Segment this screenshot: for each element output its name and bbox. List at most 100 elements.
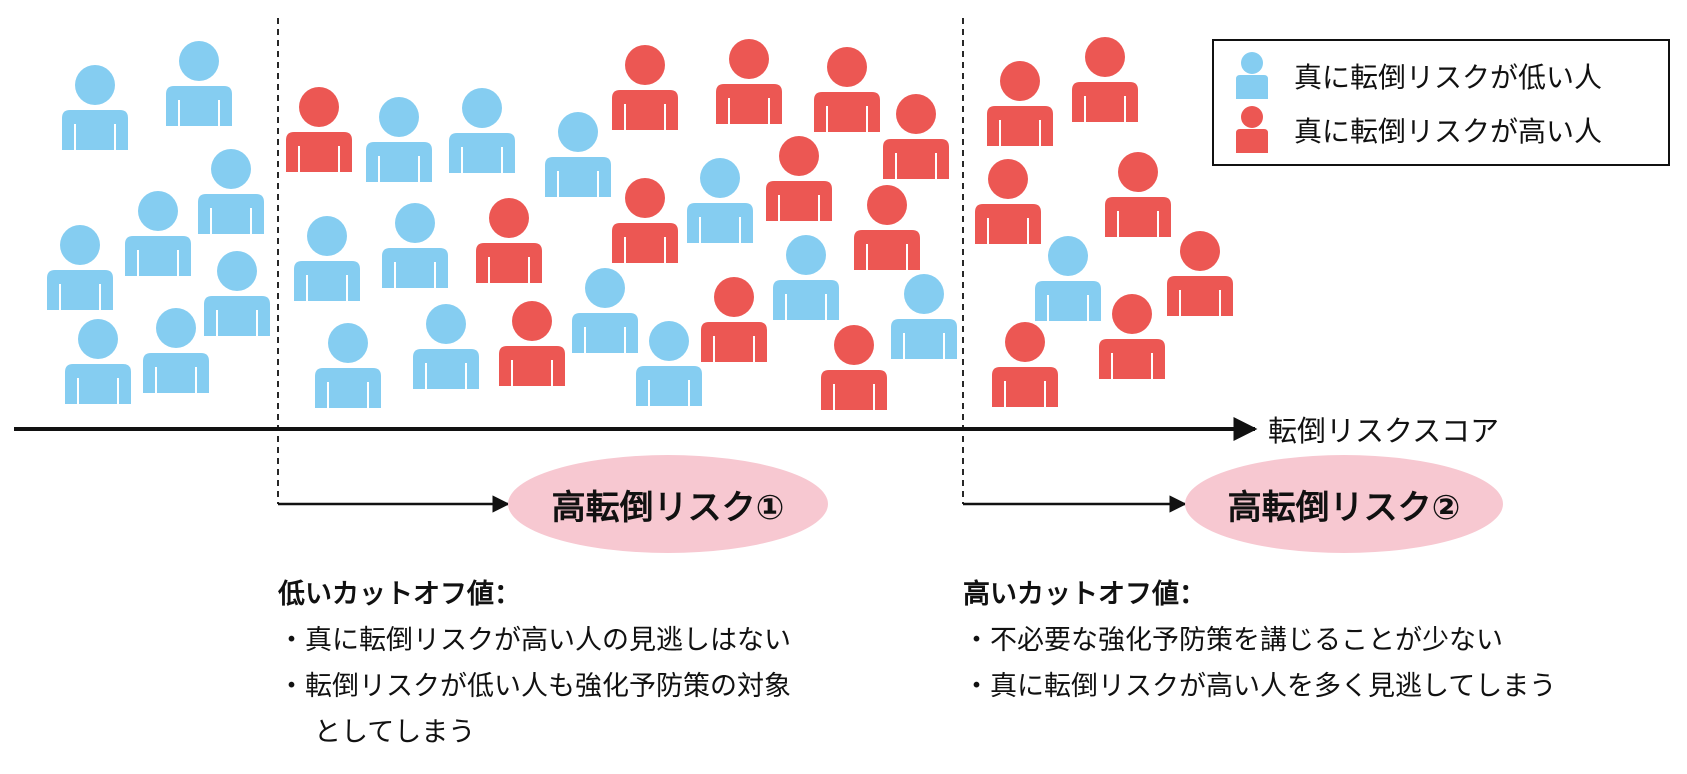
person-body bbox=[449, 133, 515, 173]
person-body bbox=[766, 181, 832, 221]
person-body bbox=[987, 106, 1053, 146]
person-head bbox=[779, 136, 819, 176]
person-head bbox=[1005, 322, 1045, 362]
person-body bbox=[1099, 339, 1165, 379]
person-icon-high-risk bbox=[1099, 294, 1165, 379]
person-head bbox=[179, 41, 219, 81]
low-cutoff-item-2: ・転倒リスクが低い人も強化予防策の対象 bbox=[278, 671, 791, 702]
person-head bbox=[649, 321, 689, 361]
person-head bbox=[834, 325, 874, 365]
person-head bbox=[700, 158, 740, 198]
person-icon-high-risk bbox=[701, 277, 767, 362]
person-body bbox=[476, 243, 542, 283]
person-icon-low-risk bbox=[545, 112, 611, 197]
person-body bbox=[382, 248, 448, 288]
low-cutoff-description: 低いカットオフ値： ・真に転倒リスクが高い人の見逃しはない ・転倒リスクが低い人… bbox=[278, 572, 791, 756]
high-risk-oval-2: 高転倒リスク② bbox=[1185, 455, 1503, 553]
high-cutoff-title: 高いカットオフ値： bbox=[963, 579, 1206, 610]
person-body bbox=[612, 90, 678, 130]
person-body bbox=[701, 322, 767, 362]
person-head bbox=[138, 191, 178, 231]
person-icon bbox=[1236, 106, 1268, 153]
person-head bbox=[729, 39, 769, 79]
person-body bbox=[315, 368, 381, 408]
person-body bbox=[166, 86, 232, 126]
person-head bbox=[896, 94, 936, 134]
person-head bbox=[426, 304, 466, 344]
person-icon-high-risk bbox=[1105, 152, 1171, 237]
person-icon-low-risk bbox=[891, 274, 957, 359]
person-head bbox=[328, 323, 368, 363]
person-body bbox=[975, 204, 1041, 244]
person-body bbox=[125, 236, 191, 276]
person-icon-low-risk bbox=[315, 323, 381, 408]
person-icon-low-risk bbox=[572, 268, 638, 353]
person-head bbox=[299, 87, 339, 127]
person-head bbox=[625, 45, 665, 85]
person-body bbox=[286, 132, 352, 172]
person-body bbox=[204, 296, 270, 336]
person-body bbox=[814, 92, 880, 132]
person-head bbox=[78, 319, 118, 359]
person-head bbox=[1180, 231, 1220, 271]
person-icon-high-risk bbox=[1167, 231, 1233, 316]
person-body bbox=[366, 142, 432, 182]
person-head bbox=[462, 88, 502, 128]
person-body bbox=[545, 157, 611, 197]
person-icon-low-risk bbox=[62, 65, 128, 150]
person-icon-high-risk bbox=[854, 185, 920, 270]
person-head bbox=[988, 159, 1028, 199]
person-head bbox=[1085, 37, 1125, 77]
person-icon-low-risk bbox=[166, 41, 232, 126]
person-icon-high-risk bbox=[883, 94, 949, 179]
person-head bbox=[1112, 294, 1152, 334]
person-icon-low-risk bbox=[294, 216, 360, 301]
person-head bbox=[217, 251, 257, 291]
person-head bbox=[1000, 61, 1040, 101]
person-body bbox=[62, 110, 128, 150]
person-head bbox=[75, 65, 115, 105]
high-risk-oval-1: 高転倒リスク① bbox=[508, 455, 828, 553]
person-head bbox=[489, 198, 529, 238]
person-icon-high-risk bbox=[716, 39, 782, 124]
person-head bbox=[211, 149, 251, 189]
person-icon-high-risk bbox=[766, 136, 832, 221]
legend: 真に転倒リスクが低い人 真に転倒リスクが高い人 bbox=[1212, 39, 1670, 166]
person-icon-low-risk bbox=[687, 158, 753, 243]
person-icon-low-risk bbox=[47, 225, 113, 310]
high-risk-oval-2-label: 高転倒リスク② bbox=[1227, 487, 1461, 528]
legend-label-high: 真に転倒リスクが高い人 bbox=[1294, 115, 1603, 148]
person-body bbox=[687, 203, 753, 243]
person-icon-high-risk bbox=[1072, 37, 1138, 122]
person-body bbox=[499, 346, 565, 386]
person-head bbox=[156, 308, 196, 348]
person-icon-high-risk bbox=[612, 178, 678, 263]
person-icon-low-risk bbox=[449, 88, 515, 173]
person-body bbox=[821, 370, 887, 410]
person-body bbox=[716, 84, 782, 124]
person-body bbox=[572, 313, 638, 353]
person-icon-low-risk bbox=[382, 203, 448, 288]
person-icon-low-risk bbox=[198, 149, 264, 234]
person-icon-low-risk bbox=[125, 191, 191, 276]
person-icon-low-risk bbox=[1035, 236, 1101, 321]
person-icon-high-risk bbox=[499, 301, 565, 386]
person-icon-low-risk bbox=[636, 321, 702, 406]
person-head bbox=[585, 268, 625, 308]
low-cutoff-item-1: ・真に転倒リスクが高い人の見逃しはない bbox=[278, 625, 791, 656]
person-body bbox=[773, 280, 839, 320]
person-icon-low-risk bbox=[143, 308, 209, 393]
person-body bbox=[854, 230, 920, 270]
person-head bbox=[512, 301, 552, 341]
person-head bbox=[904, 274, 944, 314]
high-cutoff-item-1: ・不必要な強化予防策を講じることが少ない bbox=[963, 625, 1503, 656]
person-head bbox=[714, 277, 754, 317]
person-icon-low-risk bbox=[204, 251, 270, 336]
high-cutoff-item-2: ・真に転倒リスクが高い人を多く見逃してしまう bbox=[963, 671, 1557, 702]
person-icon-high-risk bbox=[992, 322, 1058, 407]
person-body bbox=[636, 366, 702, 406]
person-icon-high-risk bbox=[612, 45, 678, 130]
person-icon bbox=[1236, 52, 1268, 99]
person-body bbox=[143, 353, 209, 393]
